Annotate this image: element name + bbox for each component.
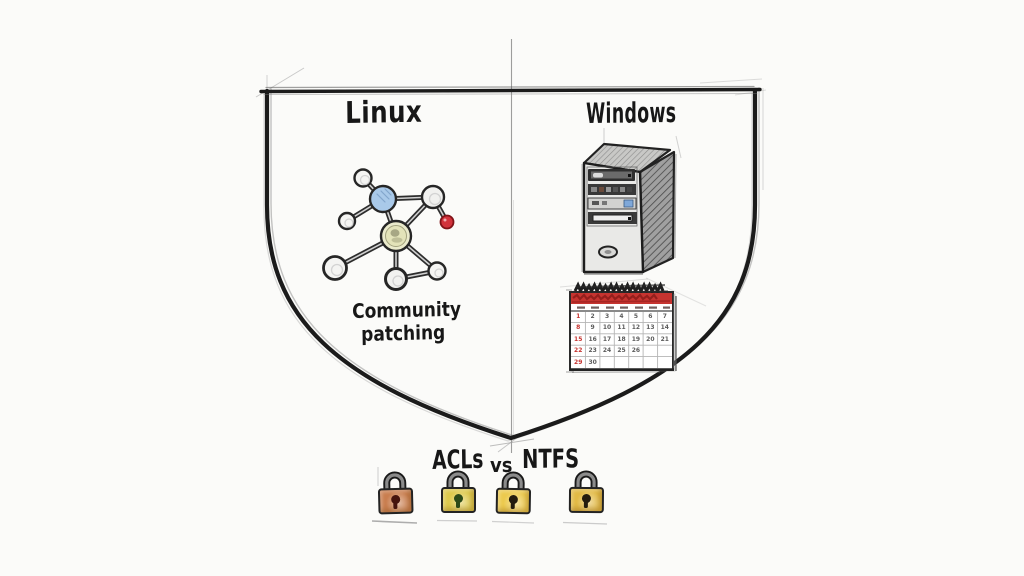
shackle-icon [574,470,598,491]
padlock-icon [436,470,480,513]
keyhole-icon [390,494,400,505]
calendar-day: 18 [617,335,626,343]
calendar-day: 2 [590,313,595,320]
calendar-day [600,357,614,368]
calendar-day: 1 [576,313,581,320]
padlock-body [440,487,476,513]
calendar-day: 23 [588,347,597,355]
padlock-body [568,486,604,514]
community-network-icon [322,168,455,291]
server-tower-icon [581,142,677,275]
calendar-day: 14 [660,324,669,332]
calendar-day: 9 [590,324,595,332]
padlock-icon [491,471,536,515]
calendar-day: 17 [602,335,612,343]
padlock-body [377,487,414,515]
shackle-icon [383,471,407,492]
keyhole-icon [508,494,518,505]
calendar-day: 25 [617,347,626,355]
calendar-day: 20 [646,335,655,343]
calendar-day: 19 [631,335,641,343]
padlock-icon [564,470,608,514]
shackle-icon [446,470,470,490]
construction-lines [255,39,767,525]
left-caption-line2: patching [360,319,446,346]
calendar-day: 29 [574,358,583,366]
shackle-icon [501,471,525,492]
calendar-day: 13 [646,324,655,332]
calendar-day: 30 [588,358,597,366]
calendar-day: 7 [662,313,667,320]
calendar-day: 16 [588,335,597,343]
keyhole-icon [453,494,463,508]
calendar-day: 24 [602,347,612,355]
calendar-day: 5 [633,313,639,320]
left-caption-line1: Community [351,296,462,323]
calendar-day: 10 [602,324,612,332]
calendar-day: 21 [660,335,669,343]
calendar-day: 15 [574,335,583,343]
calendar-day [658,357,672,368]
calendar-day: 12 [631,324,641,332]
calendar-day [658,345,672,356]
calendar-day: 3 [604,313,610,320]
left-panel-title: Linux [344,94,423,131]
right-panel-title: Windows [585,95,677,130]
padlock-icon [372,470,417,515]
calendar-day: 22 [574,347,583,355]
padlock-body [495,487,531,515]
calendar-day [614,357,628,368]
calendar-day: 11 [617,324,626,332]
patch-calendar-icon [566,281,677,373]
shield-outline [259,85,762,442]
calendar-day: 8 [576,324,581,332]
footer-term-vs: vs [490,453,513,477]
calendar-day: 6 [648,313,653,320]
keyhole-icon [581,493,591,504]
calendar-day: 26 [631,347,641,355]
calendar-day [629,357,643,368]
calendar-day [643,345,657,356]
calendar-day: 4 [619,313,624,320]
calendar-day [643,357,657,368]
